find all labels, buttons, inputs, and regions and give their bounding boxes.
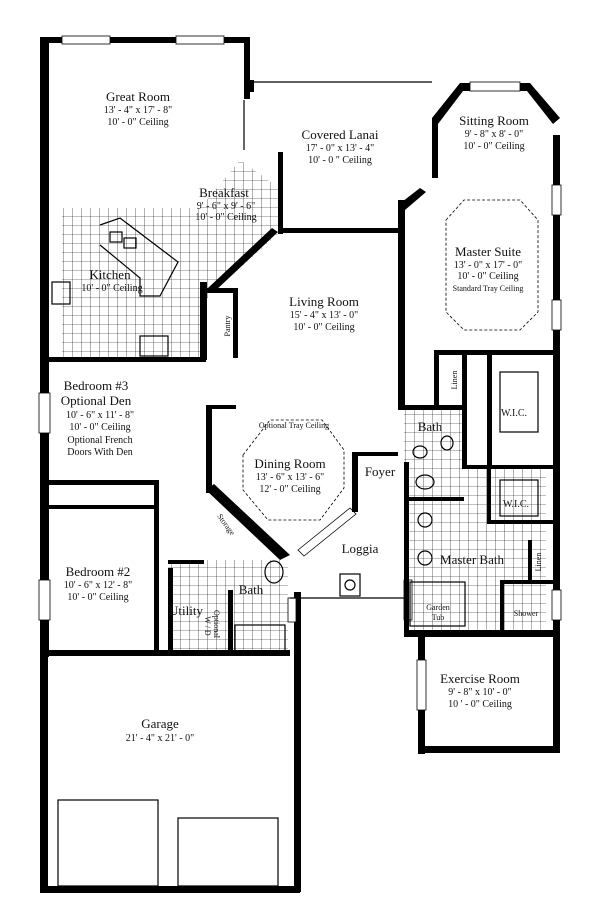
sitting-room-ceiling: 10' - 0" Ceiling	[463, 141, 524, 152]
bedroom2-dims: 10' - 6" x 12' - 8"	[64, 580, 132, 591]
tile-floors	[62, 160, 546, 654]
master-suite-ceiling: 10' - 0" Ceiling	[457, 271, 518, 282]
bedroom3-ceiling: 10' - 0" Ceiling	[69, 422, 130, 433]
covered-lanai-dims: 17' - 0" x 13' - 4"	[306, 143, 374, 154]
great-room-dims: 13' - 4" x 17' - 8"	[104, 105, 172, 116]
master-suite-dims: 13' - 0" x 17' - 0"	[454, 260, 522, 271]
great-room-name: Great Room	[106, 89, 170, 104]
bedroom3-dims: 10' - 6" x 11' - 8"	[66, 410, 134, 421]
garage-name: Garage	[141, 716, 179, 731]
master-suite-note: Standard Tray Ceiling	[453, 284, 524, 293]
covered-lanai-name: Covered Lanai	[302, 127, 379, 142]
bedroom3-name: Bedroom #3	[64, 378, 129, 393]
exterior-walls	[40, 37, 560, 893]
bath-upper-name: Bath	[418, 419, 443, 434]
master-bath-name: Master Bath	[440, 552, 504, 567]
shower-name: Shower	[514, 609, 539, 618]
exercise-room-name: Exercise Room	[440, 671, 520, 686]
garden-tub-name1: Garden	[426, 603, 450, 612]
master-suite-name: Master Suite	[455, 244, 521, 259]
living-room-name: Living Room	[289, 294, 359, 309]
kitchen-name: Kitchen	[89, 267, 131, 282]
sitting-room-dims: 9' - 8" x 8' - 0"	[465, 129, 523, 140]
breakfast-dims: 9' - 6" x 9' - 6"	[197, 201, 255, 212]
wd-name1: Optional	[212, 610, 221, 639]
garden-tub-name2: Tub	[432, 613, 445, 622]
loggia-name: Loggia	[342, 541, 379, 556]
wic-upper-name: W.I.C.	[501, 408, 527, 419]
bedroom3-note2: Doors With Den	[67, 447, 133, 458]
pantry-name: Pantry	[223, 316, 232, 337]
bedroom2-ceiling: 10' - 0" Ceiling	[67, 592, 128, 603]
linen-lower-name: Linen	[534, 553, 543, 572]
sitting-room-name: Sitting Room	[459, 113, 529, 128]
exercise-room-ceiling: 10 ' - 0" Ceiling	[448, 699, 512, 710]
great-room-ceiling: 10' - 0" Ceiling	[107, 117, 168, 128]
bedroom3-note1: Optional French	[67, 435, 132, 446]
interior-walls	[48, 152, 557, 655]
windows	[38, 35, 562, 711]
fixtures	[51, 81, 539, 887]
linen-upper-name: Linen	[450, 371, 459, 390]
breakfast-name: Breakfast	[199, 185, 249, 200]
exercise-room-dims: 9' - 8" x 10' - 0"	[448, 687, 511, 698]
living-room-ceiling: 10' - 0" Ceiling	[293, 322, 354, 333]
living-room-dims: 15' - 4" x 13' - 0"	[290, 310, 358, 321]
kitchen-ceiling: 10' - 0" Ceiling	[81, 283, 142, 294]
covered-lanai-ceiling: 10' - 0 " Ceiling	[308, 155, 372, 166]
dining-room-ceiling: 12' - 0" Ceiling	[259, 484, 320, 495]
wic-lower-name: W.I.C.	[503, 499, 529, 510]
bath-lower-name: Bath	[239, 582, 264, 597]
room-labels: Great Room 13' - 4" x 17' - 8" 10' - 0" …	[61, 89, 543, 744]
bedroom2-name: Bedroom #2	[66, 564, 131, 579]
foyer-name: Foyer	[365, 464, 396, 479]
dining-tray-note: Optional Tray Ceiling	[259, 421, 329, 430]
bedroom3-alt: Optional Den	[61, 393, 132, 408]
dining-room-name: Dining Room	[254, 456, 325, 471]
wd-name2: W / D	[203, 616, 212, 636]
utility-name: Utility	[169, 603, 203, 618]
breakfast-ceiling: 10' - 0" Ceiling	[195, 212, 256, 223]
garage-dims: 21' - 4" x 21' - 0"	[126, 733, 194, 744]
dining-room-dims: 13' - 6" x 13' - 6"	[256, 472, 324, 483]
